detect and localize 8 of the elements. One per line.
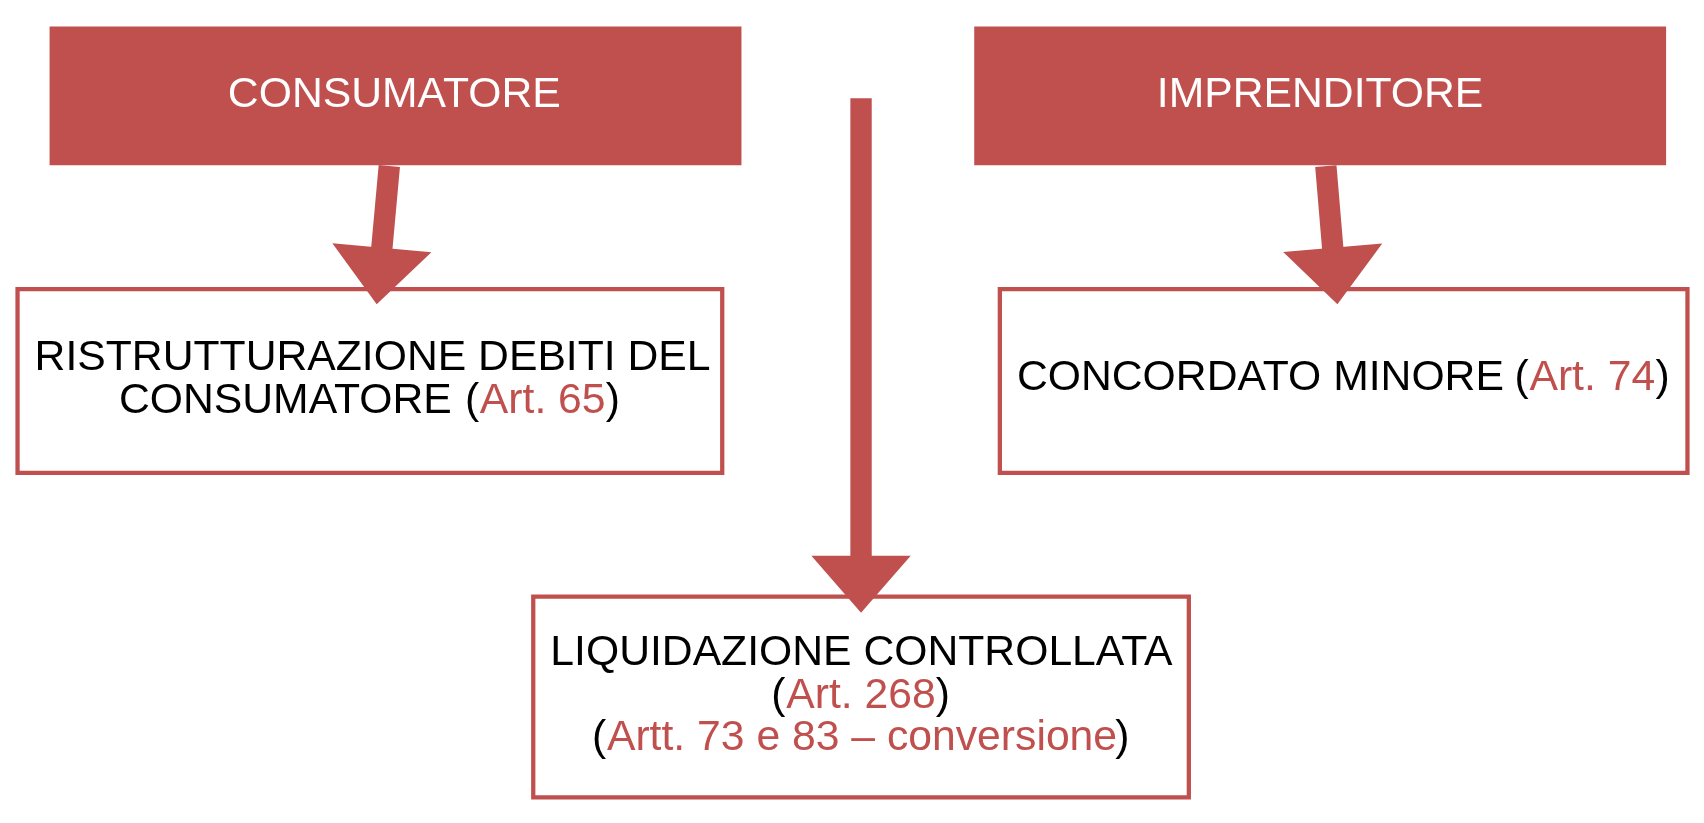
- arrow: [331, 164, 431, 304]
- node-box: IMPRENDITORE: [973, 26, 1666, 165]
- node-box: RISTRUTTURAZIONE DEBITI DEL CONSUMATORE (Art. 65): [14, 286, 724, 475]
- node-box: CONCORDATO MINORE (Art. 74): [997, 286, 1690, 475]
- node-box: CONSUMATORE: [49, 26, 741, 165]
- arrow: [1282, 164, 1382, 304]
- arrow: [810, 97, 911, 613]
- node-box: LIQUIDAZIONE CONTROLLATA (Art. 268) (Artt. 73 e 83 – conversione): [530, 594, 1191, 800]
